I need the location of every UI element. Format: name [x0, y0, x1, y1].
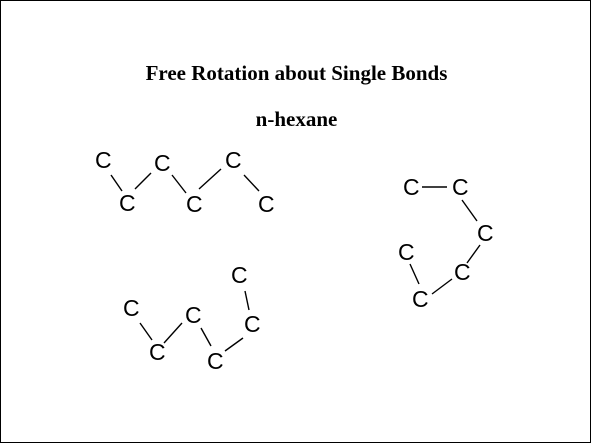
- molecule-twisted: C C C C C C: [123, 262, 261, 374]
- carbon-atom: C: [123, 295, 140, 321]
- bond: [461, 199, 478, 222]
- carbon-atom: C: [231, 262, 248, 288]
- carbon-atom: C: [477, 220, 494, 246]
- bond: [224, 337, 244, 352]
- carbon-atom: C: [149, 339, 166, 365]
- carbon-atom: C: [452, 174, 469, 200]
- slide-subtitle: n-hexane: [255, 107, 338, 131]
- bond: [243, 174, 260, 192]
- slide-title: Free Rotation about Single Bonds: [145, 61, 448, 85]
- carbon-atom: C: [185, 302, 202, 328]
- bond: [110, 174, 123, 192]
- carbon-atom: C: [95, 147, 112, 173]
- carbon-atom: C: [258, 191, 275, 217]
- carbon-atom: C: [412, 286, 429, 312]
- bond: [163, 322, 183, 344]
- bond: [431, 278, 453, 295]
- bond: [139, 322, 153, 341]
- bond: [198, 168, 222, 190]
- carbon-atom: C: [119, 190, 136, 216]
- bond: [466, 244, 481, 264]
- molecule-u-shaped: C C C C C C: [398, 174, 494, 312]
- carbon-atom: C: [398, 239, 415, 265]
- carbon-atom: C: [225, 147, 242, 173]
- carbon-atom: C: [186, 191, 203, 217]
- bond: [200, 327, 212, 347]
- bond: [134, 172, 152, 190]
- carbon-atom: C: [207, 348, 224, 374]
- carbon-atom: C: [154, 150, 171, 176]
- bond: [409, 263, 420, 285]
- bond: [171, 174, 187, 194]
- carbon-atom: C: [403, 174, 420, 200]
- molecule-zigzag: C C C C C C: [95, 147, 275, 217]
- bond: [244, 290, 250, 311]
- carbon-atom: C: [244, 311, 261, 337]
- carbon-atom: C: [454, 259, 471, 285]
